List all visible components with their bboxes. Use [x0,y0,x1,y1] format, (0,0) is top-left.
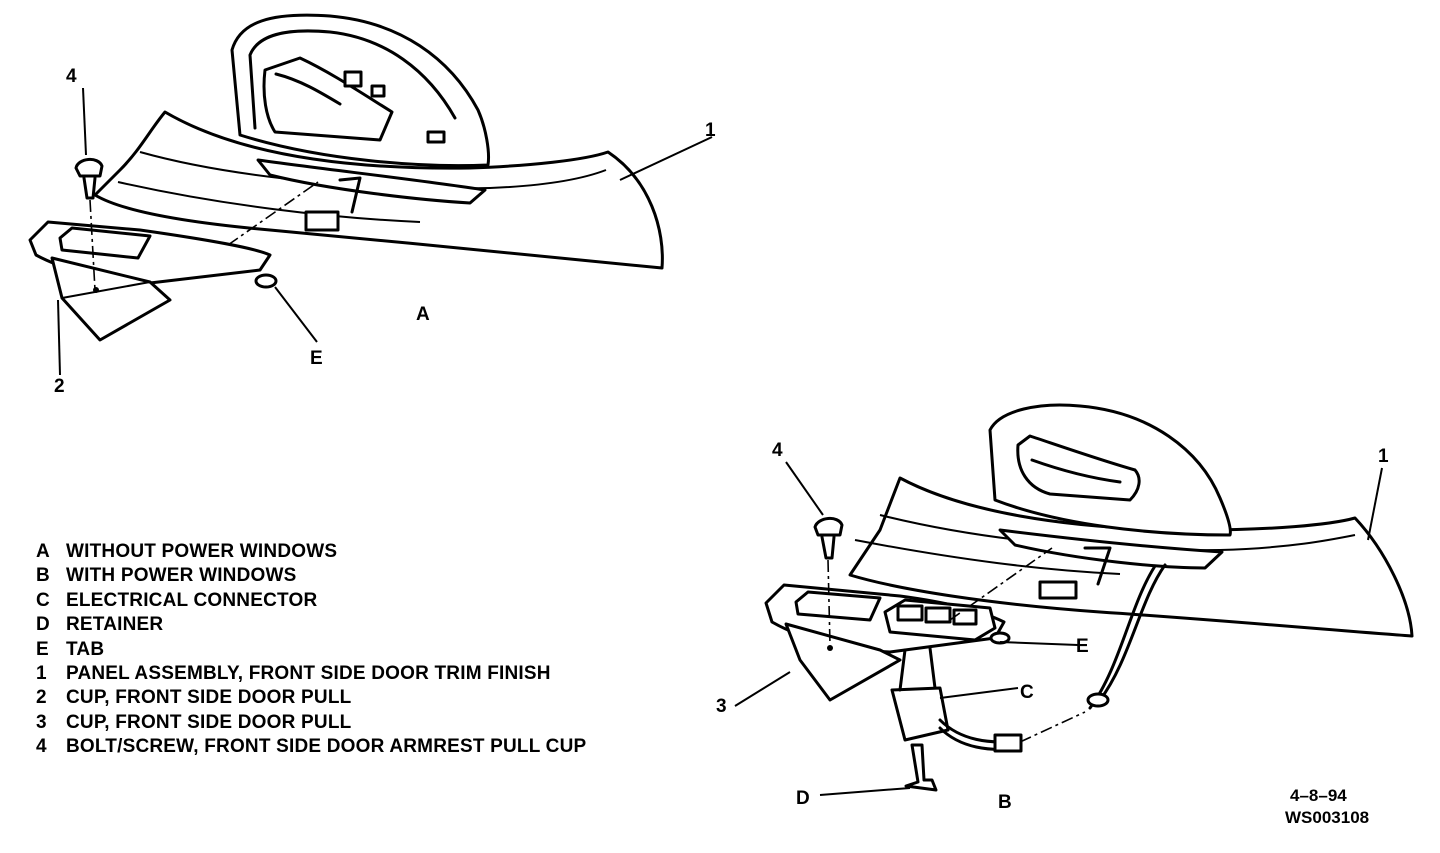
legend-row: 3 CUP, FRONT SIDE DOOR PULL [36,711,696,735]
legend-text: ELECTRICAL CONNECTOR [66,589,318,611]
legend-row: E TAB [36,638,696,662]
view-b-callout-d: D [796,788,810,809]
view-a-label: A [416,304,430,325]
legend-text: BOLT/SCREW, FRONT SIDE DOOR ARMREST PULL… [66,736,587,758]
view-a-bolt [74,158,104,178]
legend-row: 2 CUP, FRONT SIDE DOOR PULL [36,686,696,710]
legend-key: B [36,565,50,587]
view-b-callout-3: 3 [716,696,727,717]
legend-text: TAB [66,638,105,660]
legend-key: 2 [36,687,47,709]
view-a-callout-2: 2 [54,376,65,397]
view-b-bolt [813,517,844,537]
view-a-callout-1: 1 [705,120,716,141]
drawing-date: 4–8–94 [1290,786,1347,805]
legend-row: B WITH POWER WINDOWS [36,564,696,588]
legend-key: A [36,541,50,562]
view-b-retainer [904,743,938,792]
legend-key: 3 [36,711,47,733]
legend-text: CUP, FRONT SIDE DOOR PULL [66,711,352,733]
legend-text: CUP, FRONT SIDE DOOR PULL [66,687,352,709]
legend-row: C ELECTRICAL CONNECTOR [36,589,696,613]
view-b-callout-4: 4 [772,440,783,461]
view-b-electrical-connector [890,686,950,742]
legend-row: 4 BOLT/SCREW, FRONT SIDE DOOR ARMREST PUL… [36,735,696,759]
figure-id: WS003108 [1285,808,1370,827]
view-b-inner-handle [1016,434,1141,502]
legend-row: A WITHOUT POWER WINDOWS [36,540,696,564]
view-a-callout-e: E [310,348,323,369]
legend-key: 4 [36,736,47,758]
legend-text: WITHOUT POWER WINDOWS [66,541,338,562]
view-b-callout-c: C [1020,682,1034,703]
view-b-callout-1: 1 [1378,446,1389,467]
view-a-tab [254,273,278,289]
view-b-drawing [734,403,1414,796]
legend-key: E [36,638,49,660]
view-b-wire-harness [1098,563,1167,702]
legend-row: 1 PANEL ASSEMBLY, FRONT SIDE DOOR TRIM FI… [36,662,696,686]
legend-row: D RETAINER [36,613,696,637]
legend-text: WITH POWER WINDOWS [66,565,297,587]
view-b-label: B [998,792,1012,813]
view-a-inner-handle [262,56,394,142]
legend-key: 1 [36,663,47,685]
view-a-callout-4: 4 [66,66,77,87]
view-b-retainer-slot [1038,580,1078,600]
view-b-callout-e: E [1076,636,1089,657]
view-a-retainer-slot [304,210,340,232]
legend-key: C [36,589,50,611]
legend-text: RETAINER [66,614,164,636]
view-a-drawing [28,13,713,376]
legend: A WITHOUT POWER WINDOWS B WITH POWER WINDO… [36,540,696,760]
legend-key: D [36,614,50,636]
view-a-armrest-pocket [256,158,487,205]
legend-text: PANEL ASSEMBLY, FRONT SIDE DOOR TRIM FIN… [66,663,551,685]
